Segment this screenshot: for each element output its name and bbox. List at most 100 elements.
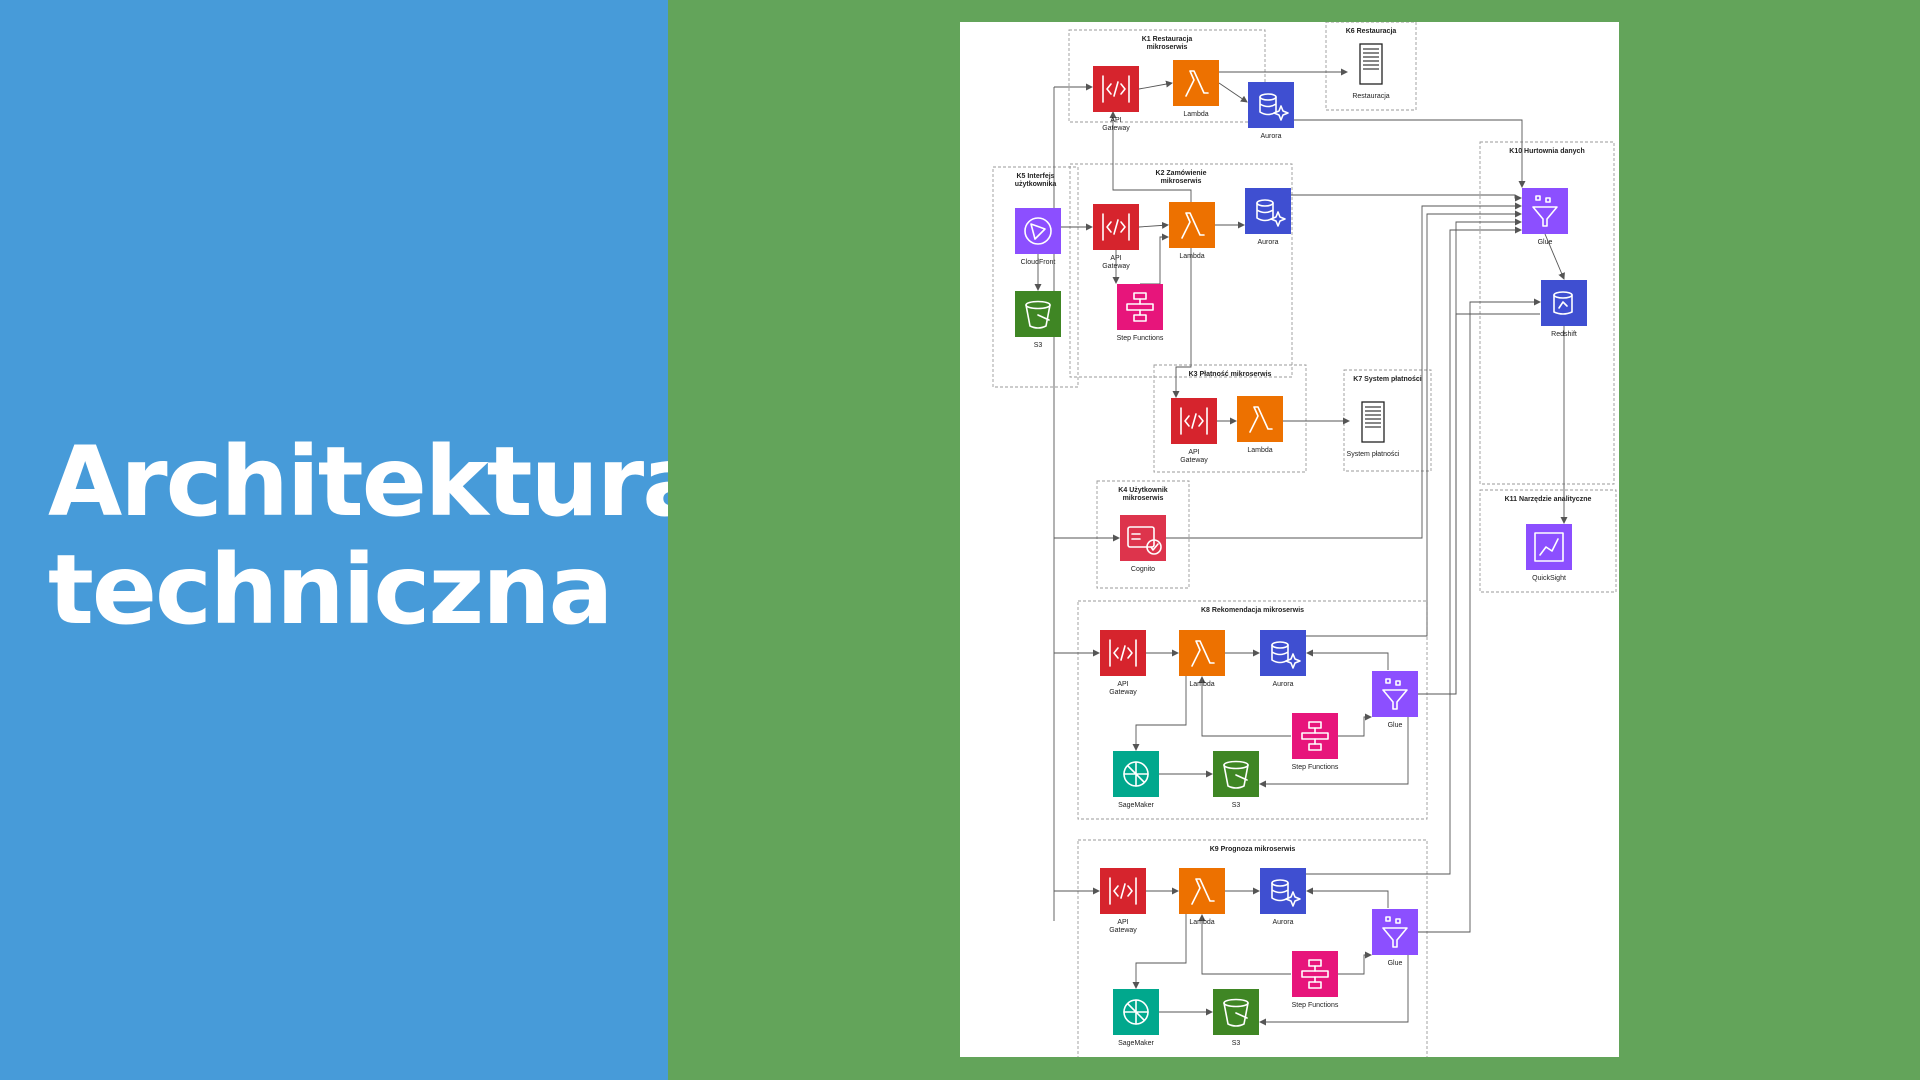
edge-k8-glue-s3 (1259, 717, 1409, 788)
node-k1-aurora: Aurora (1248, 82, 1294, 140)
group-k2-title: mikroserwis (1161, 178, 1202, 185)
aurora-icon (1248, 82, 1294, 128)
cognito-icon (1120, 515, 1166, 561)
edge-k9-step-glue (1338, 951, 1372, 975)
node-k2-aurora: Aurora (1245, 188, 1291, 246)
node-k2-step: Step Functions (1117, 284, 1164, 342)
node-k2-api-label: Gateway (1102, 263, 1130, 270)
node-k8-sagemaker: SageMaker (1113, 751, 1159, 809)
node-k4-cognito-label: Cognito (1131, 566, 1155, 573)
group-k1-title: K1 Restauracja (1142, 36, 1193, 43)
group-k4-title: mikroserwis (1123, 495, 1164, 502)
node-k8-glue-label: Glue (1388, 722, 1403, 729)
node-k10-glue-label: Glue (1538, 239, 1553, 246)
group-k6-title: K6 Restauracja (1346, 28, 1397, 35)
group-k3: K3 Płatność mikroserwis (1153, 364, 1307, 473)
step-functions-icon (1292, 713, 1338, 759)
node-k6-server-label: Restauracja (1352, 93, 1389, 100)
node-k8-lambda: Lambda (1179, 630, 1225, 688)
edge-k1-aurora-glue (1294, 119, 1526, 188)
node-k3-api-label: Gateway (1180, 457, 1208, 464)
edge-k8-glue-redshift (1418, 313, 1540, 695)
group-k8-border (1077, 600, 1428, 820)
sagemaker-icon (1113, 989, 1159, 1035)
node-k9-step-label: Step Functions (1292, 1002, 1339, 1009)
group-k5-title: użytkownika (1015, 181, 1057, 188)
node-k10-redshift-label: Redshift (1551, 331, 1577, 338)
s3-bucket-icon (1015, 291, 1061, 337)
edge-k2-api-lambda (1138, 221, 1169, 229)
step-functions-icon (1117, 284, 1163, 330)
node-k8-s3-label: S3 (1232, 802, 1241, 809)
node-k8-s3: S3 (1213, 751, 1259, 809)
node-k5-cloudfront: CloudFront (1015, 208, 1061, 266)
edge-k2-aurora-glue (1291, 194, 1522, 202)
node-k2-lambda-label: Lambda (1179, 253, 1204, 260)
slide-title: Architektura techniczna (48, 428, 707, 646)
node-k8-step: Step Functions (1292, 713, 1339, 771)
glue-icon (1372, 671, 1418, 717)
cloudfront-icon (1015, 208, 1061, 254)
node-k1-lambda: Lambda (1173, 60, 1219, 118)
edge-k9-step-lambda (1198, 914, 1291, 975)
node-k9-aurora-label: Aurora (1272, 919, 1293, 926)
edge-k9-glue-aurora (1306, 887, 1389, 908)
edge-k2-step-lambda (1140, 233, 1169, 285)
node-k8-lambda-label: Lambda (1189, 681, 1214, 688)
lambda-icon (1169, 202, 1215, 248)
node-k10-glue: Glue (1522, 188, 1568, 246)
group-k11: K11 Narzędzie analityczne (1479, 489, 1617, 593)
aurora-icon (1245, 188, 1291, 234)
group-k11-title: K11 Narzędzie analityczne (1505, 496, 1592, 503)
node-k1-api-label: API (1110, 117, 1121, 124)
redshift-icon (1541, 280, 1587, 326)
edge-k8-aurora-glue10 (1306, 210, 1522, 637)
lambda-icon (1237, 396, 1283, 442)
group-k4-title: K4 Użytkownik (1118, 487, 1168, 494)
glue-icon (1522, 188, 1568, 234)
node-k2-aurora-label: Aurora (1257, 239, 1278, 246)
left-panel: Architektura techniczna (0, 0, 707, 1080)
group-k9-border (1077, 839, 1428, 1057)
node-k7-server-label: System płatności (1347, 451, 1400, 458)
edge-k2-lambda-k1api (1109, 111, 1192, 202)
node-k9-step: Step Functions (1292, 951, 1339, 1009)
edge-k9-glue-s3 (1259, 955, 1409, 1026)
group-k6: K6 Restauracja (1325, 22, 1417, 111)
edge-k4-cognito-glue (1166, 202, 1522, 539)
edge-k1-lambda-aurora (1218, 82, 1248, 103)
lambda-icon (1179, 868, 1225, 914)
node-k8-aurora-label: Aurora (1272, 681, 1293, 688)
node-k8-api-label: Gateway (1109, 689, 1137, 696)
lambda-icon (1179, 630, 1225, 676)
edge-k8-step-lambda (1198, 676, 1291, 737)
node-k2-step-label: Step Functions (1117, 335, 1164, 342)
node-k1-lambda-label: Lambda (1183, 111, 1208, 118)
sagemaker-icon (1113, 751, 1159, 797)
node-k11-quicksight-label: QuickSight (1532, 575, 1566, 582)
slide-title-line-2: techniczna (48, 534, 613, 646)
group-k4-border (1096, 480, 1190, 589)
node-k1-api-label: Gateway (1102, 125, 1130, 132)
group-k1-title: mikroserwis (1147, 44, 1188, 51)
edge-k2-lambda-k3api (1172, 248, 1192, 398)
edge-k8-glue-glue10 (1418, 218, 1522, 695)
lambda-icon (1173, 60, 1219, 106)
quicksight-icon (1526, 524, 1572, 570)
edge-k1-api-lambda (1138, 80, 1173, 90)
group-k5-border (992, 166, 1079, 388)
node-k5-s3-label: S3 (1034, 342, 1043, 349)
group-k9-title: K9 Prognoza mikroserwis (1210, 846, 1296, 853)
api-gateway-icon (1171, 398, 1217, 444)
node-k8-aurora: Aurora (1260, 630, 1306, 688)
group-k1-border (1068, 29, 1266, 123)
node-k9-s3: S3 (1213, 989, 1259, 1047)
node-k9-api-label: API (1117, 919, 1128, 926)
group-k8-title: K8 Rekomendacja mikroserwis (1201, 607, 1304, 614)
api-gateway-icon (1100, 868, 1146, 914)
node-k3-api-label: API (1188, 449, 1199, 456)
